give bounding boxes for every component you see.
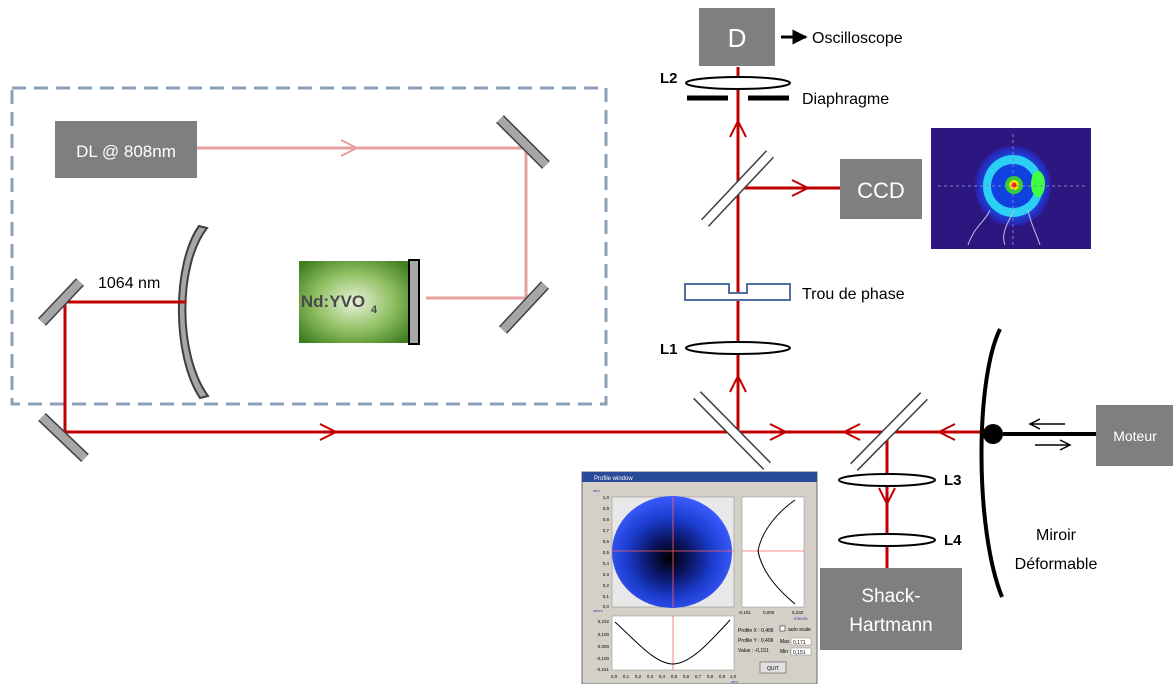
laser-beam-main <box>63 300 993 434</box>
profile-info: Profile X : 0,406 Profile Y : 0,406 Valu… <box>738 625 812 656</box>
svg-text:mm: mm <box>593 488 600 493</box>
lens-l2 <box>685 76 791 90</box>
svg-text:0,6: 0,6 <box>683 674 690 679</box>
deformable-mirror <box>979 328 1004 598</box>
svg-text:micro: micro <box>593 608 604 613</box>
crystal-subscript: 4 <box>371 304 378 316</box>
laser-enclosure <box>10 86 608 406</box>
svg-text:0,5: 0,5 <box>603 550 610 555</box>
wavelength-label: 1064 nm <box>98 275 160 292</box>
lens-l2-label: L2 <box>660 70 678 87</box>
cavity-mirror-bottom <box>39 414 88 461</box>
left-axis-ticks: 1,0 0,9 0,8 0,7 0,6 0,5 0,4 0,3 0,2 0,1 … <box>603 495 610 609</box>
mirror-actuator-joint <box>983 424 1003 444</box>
svg-text:Profile Y : 0,406: Profile Y : 0,406 <box>738 638 774 644</box>
pump-arrow <box>340 139 360 157</box>
diode-laser-label: DL @ 808nm <box>76 142 176 161</box>
svg-text:0,000: 0,000 <box>763 610 775 615</box>
cavity-mirror-left <box>39 279 83 325</box>
svg-text:0,7: 0,7 <box>695 674 702 679</box>
svg-text:mm: mm <box>731 679 738 684</box>
svg-text:0,7: 0,7 <box>603 528 610 533</box>
pump-mirror-top <box>497 116 549 168</box>
svg-text:0,4: 0,4 <box>603 561 610 566</box>
svg-text:auto scale: auto scale <box>788 627 811 633</box>
svg-text:0,0: 0,0 <box>603 604 610 609</box>
quit-button-label: QUIT <box>767 666 779 672</box>
profile-window-title: Profile window <box>594 476 633 482</box>
pump-mirror-bottom <box>500 282 548 333</box>
svg-text:0,1: 0,1 <box>623 674 630 679</box>
svg-text:0,0: 0,0 <box>611 674 618 679</box>
svg-text:0,151: 0,151 <box>793 650 806 656</box>
svg-text:0,9: 0,9 <box>603 506 610 511</box>
deformable-mirror-label-line1: Miroir <box>1036 527 1077 544</box>
svg-text:Nd:YVO: Nd:YVO <box>301 292 365 311</box>
svg-text:micron: micron <box>794 616 808 621</box>
beam-splitter-1 <box>694 392 770 469</box>
svg-text:0,4: 0,4 <box>659 674 666 679</box>
svg-text:0,000: 0,000 <box>598 644 610 649</box>
lens-l3 <box>838 473 936 487</box>
ccd-camera: CCD <box>840 159 922 219</box>
curved-mirror <box>177 224 210 400</box>
lens-l1-label: L1 <box>660 341 678 358</box>
svg-text:-0,100: -0,100 <box>596 656 609 661</box>
svg-text:-0,101: -0,101 <box>738 610 751 615</box>
svg-text:Max :: Max : <box>780 639 792 645</box>
right-axis-ticks: -0,101 0,000 0,232 micron <box>738 610 808 621</box>
svg-text:0,232: 0,232 <box>792 610 804 615</box>
svg-text:Profile X : 0,406: Profile X : 0,406 <box>738 628 774 634</box>
deformable-mirror-label-line2: Déformable <box>1015 556 1098 573</box>
svg-text:Value : -0,151: Value : -0,151 <box>738 648 769 654</box>
shack-hartmann-label-line2: Hartmann <box>849 615 932 636</box>
svg-text:1,0: 1,0 <box>603 495 610 500</box>
ccd-beam-image <box>931 128 1091 249</box>
svg-text:0,8: 0,8 <box>707 674 714 679</box>
beam-splitter-2 <box>851 393 927 470</box>
svg-text:-0,151: -0,151 <box>596 667 609 672</box>
motor: Moteur <box>1096 405 1173 466</box>
bottom-y-ticks: 0,232 0,100 0,000 -0,100 -0,151 <box>596 619 609 672</box>
nd-yvo4-crystal: Nd:YVO 4 <box>299 259 420 345</box>
svg-text:0,9: 0,9 <box>719 674 726 679</box>
lens-l4 <box>838 533 936 547</box>
crystal-label: Nd:YVO <box>301 292 365 311</box>
diaphragm-label: Diaphragme <box>802 91 889 108</box>
oscilloscope-label: Oscilloscope <box>812 30 903 47</box>
shack-hartmann-sensor: Shack- Hartmann <box>820 568 962 650</box>
svg-text:0,171: 0,171 <box>793 640 806 646</box>
svg-text:0,6: 0,6 <box>603 539 610 544</box>
pump-beam <box>197 146 528 300</box>
lens-l3-label: L3 <box>944 472 962 489</box>
detector: D <box>699 8 775 66</box>
lens-l4-label: L4 <box>944 532 962 549</box>
svg-text:0,5: 0,5 <box>671 674 678 679</box>
svg-text:0,100: 0,100 <box>598 632 610 637</box>
svg-text:0,2: 0,2 <box>603 583 610 588</box>
quit-button[interactable] <box>759 661 787 674</box>
beam-arrows <box>319 118 956 507</box>
svg-text:Min :: Min : <box>780 649 791 655</box>
shack-hartmann-label-line1: Shack- <box>861 586 920 607</box>
svg-text:0,2: 0,2 <box>635 674 642 679</box>
svg-text:1,0: 1,0 <box>730 674 737 679</box>
svg-text:0,3: 0,3 <box>603 572 610 577</box>
svg-text:0,3: 0,3 <box>647 674 654 679</box>
bottom-x-ticks: 0,0 0,1 0,2 0,3 0,4 0,5 0,6 0,7 0,8 0,9 … <box>611 674 737 679</box>
ccd-label: CCD <box>857 178 905 203</box>
diode-laser: DL @ 808nm <box>55 121 197 178</box>
svg-text:0,8: 0,8 <box>603 517 610 522</box>
profile-window: Profile window mm 1,0 0,9 0,8 0,7 0,6 0,… <box>581 471 818 684</box>
phase-plate-label: Trou de phase <box>802 286 905 303</box>
detector-label: D <box>728 23 747 53</box>
phase-plate <box>684 283 791 301</box>
svg-text:0,1: 0,1 <box>603 594 610 599</box>
beam-splitter-3 <box>702 151 773 226</box>
motor-label: Moteur <box>1113 428 1157 444</box>
svg-text:0,232: 0,232 <box>598 619 610 624</box>
lens-l1 <box>685 341 791 355</box>
